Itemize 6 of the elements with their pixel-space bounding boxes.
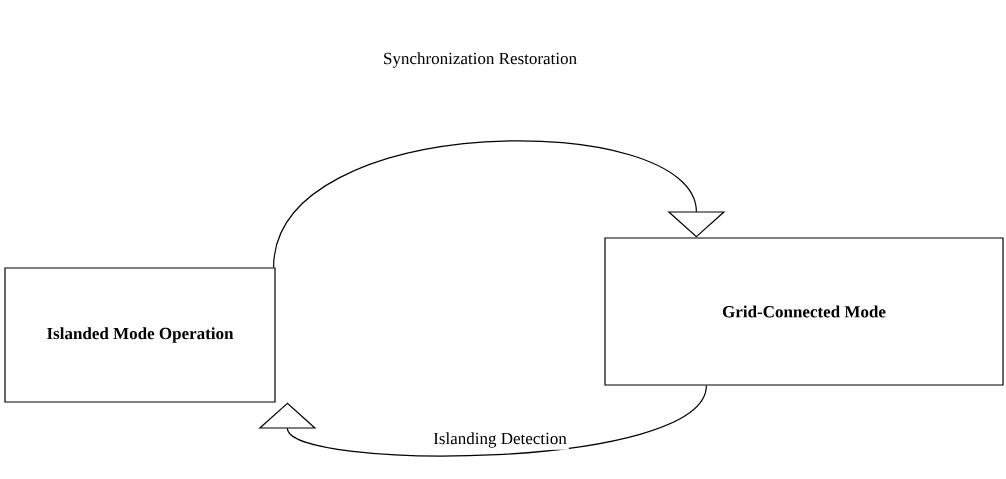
process-box: Grid-Connected Mode [604, 237, 1004, 386]
arrow [258, 385, 707, 457]
arrow [273, 140, 726, 268]
edge-label: Synchronization Restoration [384, 52, 577, 68]
process-box: Islanded Mode Operation [4, 267, 276, 403]
edge-label: Islanding Detection [431, 430, 569, 450]
